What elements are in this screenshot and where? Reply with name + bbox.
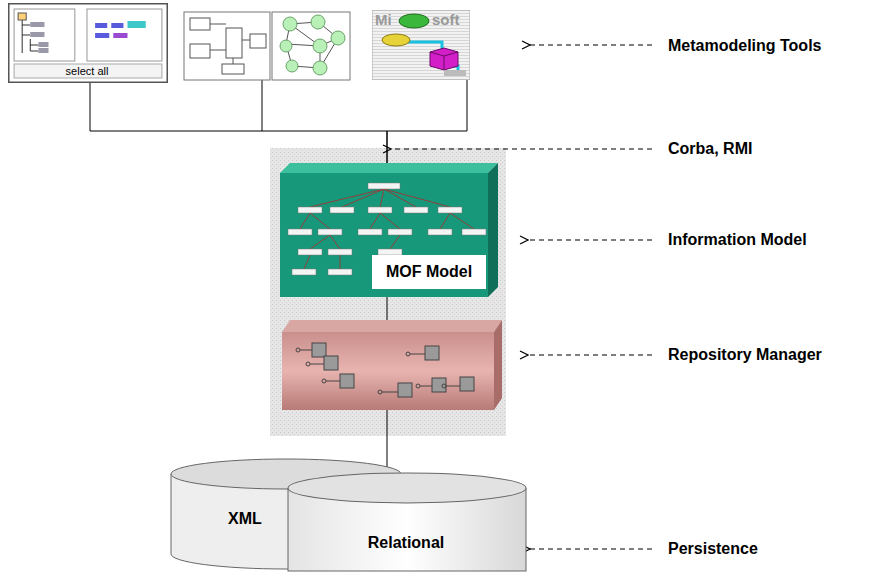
repository-panel (270, 148, 506, 436)
repository-manager-box (282, 320, 502, 410)
model-title: MOF Model (386, 263, 472, 281)
node-text: soft (432, 11, 460, 28)
node-text: XML (228, 510, 262, 528)
information-model-box: MOF Model (280, 163, 498, 297)
layer-label: Repository Manager (668, 346, 822, 364)
flowchart-tool (184, 12, 270, 80)
layer-label: Information Model (668, 231, 807, 249)
text-holder: Relational (287, 534, 525, 552)
tool-screenshot: select all (8, 3, 168, 83)
text-holder: MOF Model (372, 255, 486, 289)
node-text: select all (8, 65, 166, 77)
tool-wire (262, 80, 263, 131)
layer-label: Persistence (668, 540, 758, 558)
connector-line (90, 83, 387, 163)
node-text: Relational (287, 534, 525, 552)
tool-screenshot: Mi soft (372, 10, 470, 80)
connector-line (387, 80, 467, 163)
text-holder: Mi (375, 11, 392, 28)
text-holder: select all (8, 65, 166, 77)
text-holder: XML (228, 510, 262, 528)
node-outline (287, 472, 527, 573)
text-holder: soft (432, 11, 460, 28)
database-cylinder: Relational (287, 472, 527, 573)
node-text: Mi (375, 11, 392, 28)
graph-tool (272, 12, 350, 80)
layer-label: Metamodeling Tools (668, 37, 821, 55)
layer-label: Corba, RMI (668, 140, 752, 158)
